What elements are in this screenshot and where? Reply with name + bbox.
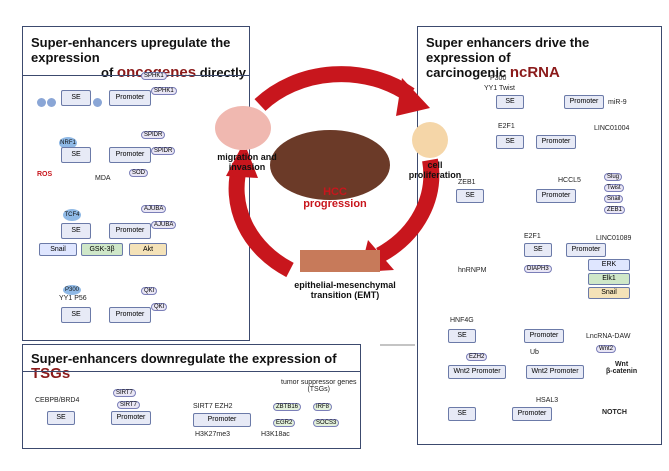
notch-label: NOTCH (602, 409, 627, 416)
sphk1-protein: SPHK1 (151, 87, 177, 95)
promoter-box: Promoter (111, 411, 151, 425)
gsk-box: GSK-3β (81, 243, 123, 256)
ub-label: Ub (530, 349, 539, 356)
elk1-box: Elk1 (588, 273, 630, 285)
sirt7-protein: SIRT7 (113, 389, 136, 397)
e2f1-label: E2F1 (498, 123, 515, 130)
twist-protein: Twist (604, 184, 624, 192)
snail-box: Snail (588, 287, 630, 299)
spidr-protein: SPIDR (141, 131, 166, 139)
nrf1-factor: NRF1 (59, 137, 77, 149)
wnt2-protein: Wnt2 (596, 345, 617, 353)
se-box: SE (448, 329, 476, 343)
hccl5-label: HCCL5 (558, 177, 581, 184)
lncdaw-label: LncRNA-DAW (586, 333, 631, 340)
tcf4-factor: TCF4 (63, 209, 81, 221)
mir9-label: miR-9 (608, 99, 627, 106)
tsg-label: tumor suppressor genes(TSGs) (281, 379, 357, 393)
socs3-gene: SOCS3 (313, 419, 340, 427)
irf8-gene: IRF8 (313, 403, 333, 411)
ezh2-protein: EZH2 (466, 353, 488, 361)
hnf4g-label: HNF4G (450, 317, 474, 324)
promoter-box: Promoter (109, 223, 151, 239)
promoter-box: Promoter (109, 90, 151, 106)
ros-label: ROS (37, 171, 53, 178)
se-box: SE (496, 95, 524, 109)
panel-oncogenes: Super-enhancers upregulate the expressio… (22, 26, 250, 341)
se-box: SE (61, 223, 91, 239)
ajuba-protein: AJUBA (141, 205, 167, 213)
sirt7-ezh2: SIRT7 EZH2 (193, 403, 233, 410)
panel-tsgs: Super-enhancers downregulate the express… (22, 344, 361, 449)
se-box: SE (456, 189, 484, 203)
linc1089-label: LINC01089 (596, 235, 632, 242)
diaph3-protein: DIAPH3 (524, 265, 552, 273)
se-box: SE (524, 243, 552, 257)
wnt2-promoter: Wnt2 Promoter (448, 365, 506, 379)
egr2-gene: EGR2 (273, 419, 296, 427)
slug-protein: Slug (604, 173, 623, 181)
se-box: SE (496, 135, 524, 149)
zeb1-label: ZEB1 (458, 179, 476, 186)
promoter-box: Promoter (109, 307, 151, 323)
promoter-box: Promoter (512, 407, 552, 421)
zbtb16-gene: ZBTB16 (273, 403, 302, 411)
spidr-protein: SPIDR (151, 147, 176, 155)
se-box: SE (61, 90, 91, 106)
mda-label: MDA (95, 175, 111, 182)
sirt7-protein: SIRT7 (117, 401, 140, 409)
se-box: SE (448, 407, 476, 421)
h3k18-label: H3K18ac (261, 431, 290, 438)
sod-protein: SOD (129, 169, 149, 177)
hnrnpm-label: hnRNPM (458, 267, 487, 274)
cebpb-brd4: CEBPB/BRD4 (35, 397, 80, 404)
se-box: SE (47, 411, 75, 425)
e2f1-label: E2F1 (524, 233, 541, 240)
h3k27-label: H3K27me3 (195, 431, 231, 438)
promoter-box: Promoter (109, 147, 151, 163)
promoter-box: Promoter (524, 329, 564, 343)
panel-title: Super-enhancers downregulate the express… (31, 351, 337, 382)
snail-box: Snail (39, 243, 77, 256)
zeb1-protein: ZEB1 (604, 206, 626, 214)
promoter-box: Promoter (193, 413, 251, 427)
snail-protein: Snail (604, 195, 624, 203)
promoter-box: Promoter (566, 243, 606, 257)
promoter-box: Promoter (564, 95, 604, 109)
panel-title: Super enhancers drive the expression of … (426, 35, 590, 81)
erk-box: ERK (588, 259, 630, 271)
p300-label: P300 (490, 75, 507, 82)
p300-factor: P300 (63, 285, 81, 295)
panel-title: Super-enhancers upregulate the expressio… (31, 35, 246, 80)
se-box: SE (61, 307, 91, 323)
promoter-box: Promoter (536, 135, 576, 149)
qki-protein: QKI (141, 287, 158, 295)
hsal3-label: HSAL3 (536, 397, 559, 404)
yy1twist-label: YY1 Twist (484, 85, 515, 92)
qki-protein: QKI (151, 303, 168, 311)
promoter-box: Promoter (536, 189, 576, 203)
se-box: SE (61, 147, 91, 163)
yy1-p56: YY1 P56 (59, 295, 87, 302)
wnt2-promoter: Wnt2 Promoter (526, 365, 584, 379)
akt-box: Akt (129, 243, 167, 256)
panel-ncrna: Super enhancers drive the expression of … (417, 26, 662, 445)
ajuba-protein: AJUBA (151, 221, 177, 229)
arrow-top (254, 66, 415, 111)
linc1004-label: LINC01004 (594, 125, 630, 132)
sphk1-protein: SPHK1 (141, 72, 167, 80)
